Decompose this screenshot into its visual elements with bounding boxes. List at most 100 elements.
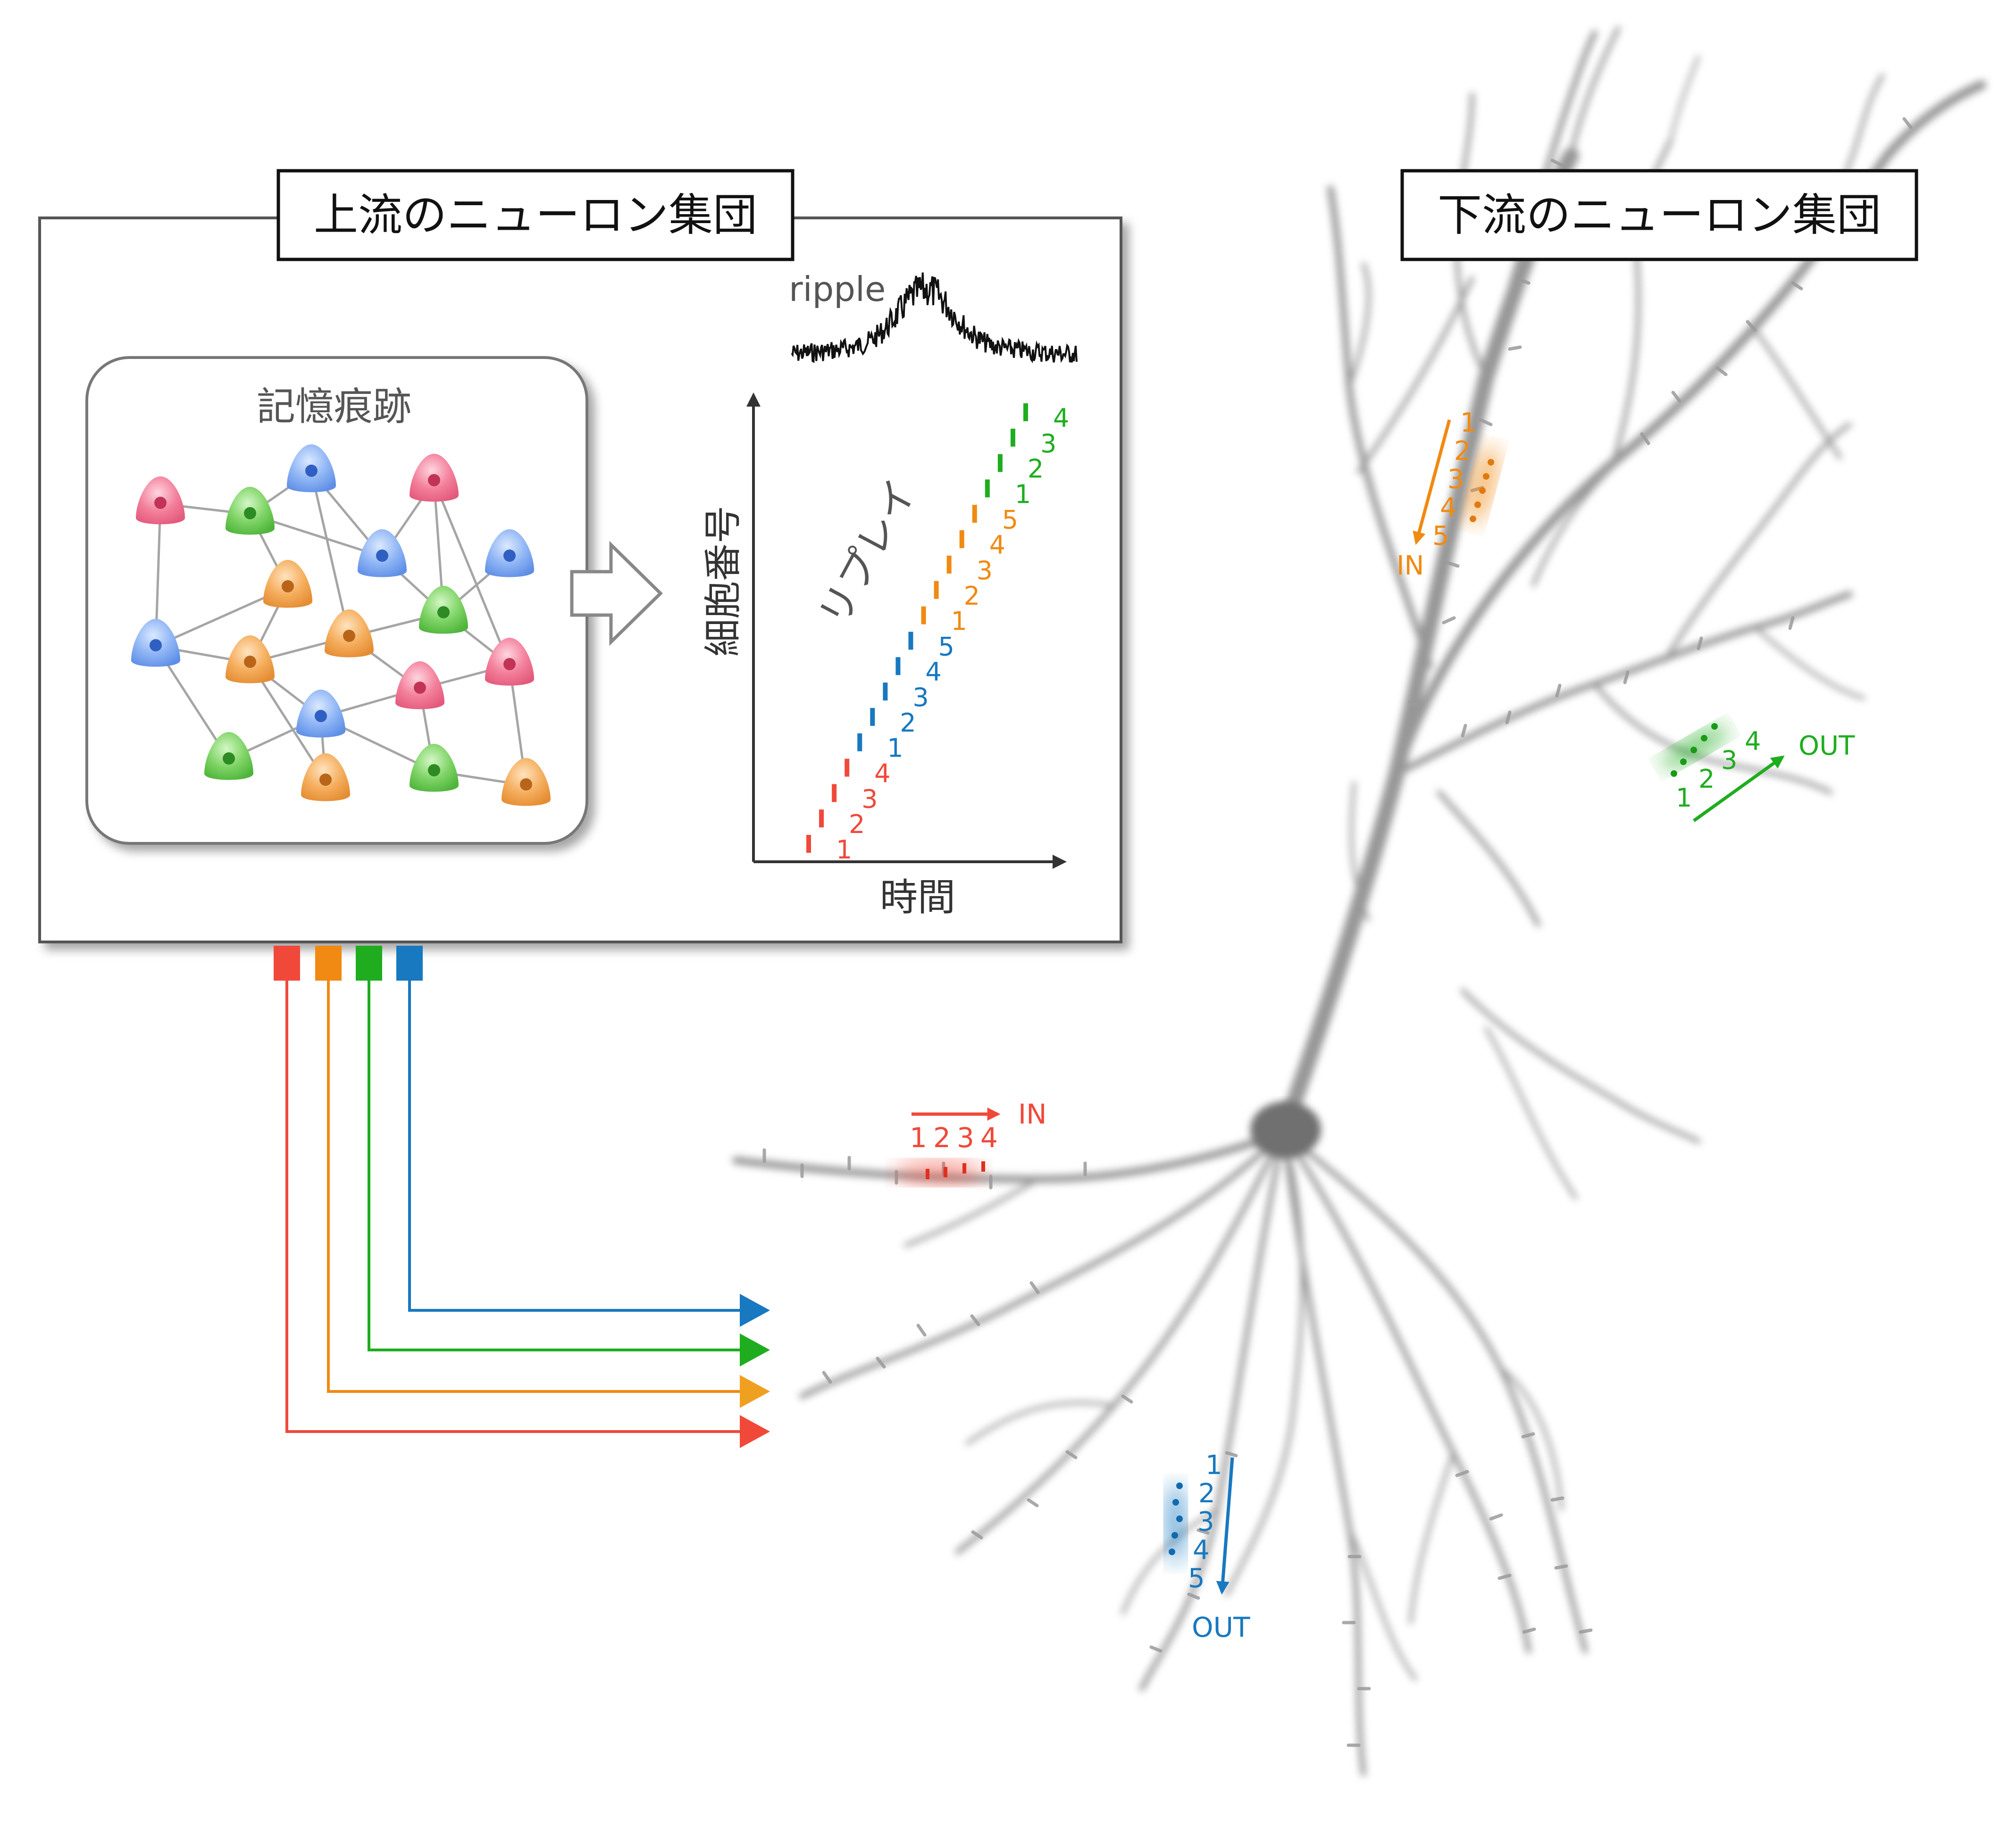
spike-label: 4 xyxy=(989,530,1005,560)
red-seq-label: 3 xyxy=(957,1122,974,1154)
spike-label: 3 xyxy=(1040,429,1056,458)
engram-title: 記憶痕跡 xyxy=(257,384,411,429)
engram-neuron-icon xyxy=(263,560,312,608)
y-axis-label: 細胞番号 xyxy=(701,506,745,657)
spike-label: 5 xyxy=(938,632,954,661)
red-terminal xyxy=(274,946,300,981)
orange-direction: IN xyxy=(1397,550,1424,581)
green-projection xyxy=(368,981,745,1351)
red-arrowhead-icon xyxy=(740,1415,770,1448)
red-annotation: IN 1 2 3 4 xyxy=(910,1098,1047,1179)
spike-label: 3 xyxy=(977,556,993,585)
spike-label: 2 xyxy=(964,581,980,611)
blue-seq-label: 3 xyxy=(1197,1507,1214,1537)
spike-label: 1 xyxy=(887,733,903,763)
spike-tick xyxy=(895,657,901,675)
upstream-title: 上流のニューロン集団 xyxy=(314,190,757,241)
spike-label: 2 xyxy=(849,809,865,839)
spike-tick xyxy=(1010,428,1015,447)
engram-neuron-icon xyxy=(410,744,459,792)
blue-seq-label: 2 xyxy=(1198,1478,1215,1509)
engram-neuron-icon xyxy=(485,638,534,686)
spike-label: 1 xyxy=(951,607,967,636)
spike-tick xyxy=(819,809,824,828)
blue-direction-arrow xyxy=(1216,1457,1234,1595)
spike-label: 5 xyxy=(1002,505,1018,534)
x-axis-label: 時間 xyxy=(880,875,955,919)
green-arrowhead-icon xyxy=(740,1333,770,1366)
engram-neuron-icon xyxy=(502,758,551,806)
spike-label: 1 xyxy=(836,835,852,865)
blue-direction: OUT xyxy=(1192,1611,1250,1643)
spike-tick xyxy=(1023,403,1028,421)
engram-neuron-icon xyxy=(131,619,180,667)
spike-tick xyxy=(870,708,875,726)
blue-seq-label: 1 xyxy=(1205,1450,1222,1481)
orange-seq-label: 5 xyxy=(1432,521,1449,551)
spike-tick xyxy=(997,454,1003,472)
red-seq-label: 2 xyxy=(933,1122,951,1154)
spike-tick xyxy=(883,683,888,701)
spike-tick xyxy=(845,758,850,777)
orange-seq-label: 2 xyxy=(1454,436,1471,466)
engram-neuron-icon xyxy=(287,444,336,492)
engram-neuron-icon xyxy=(136,476,185,525)
ripple-label: ripple xyxy=(789,269,886,309)
engram-neuron-icon xyxy=(419,586,468,634)
orange-seq-label: 1 xyxy=(1460,408,1477,438)
engram-neuron-icon xyxy=(325,609,374,658)
engram-neuron-icon xyxy=(226,635,275,683)
green-seq-label: 3 xyxy=(1721,745,1737,775)
spike-tick xyxy=(946,555,952,574)
spike-tick xyxy=(908,632,913,650)
spike-label: 4 xyxy=(874,759,890,789)
red-projection xyxy=(285,981,745,1433)
orange-terminal xyxy=(315,946,342,981)
upstream-panel: 上流のニューロン集団 記憶痕跡 xyxy=(38,169,1122,943)
orange-seq-label: 3 xyxy=(1447,464,1464,495)
blue-arrowhead-icon xyxy=(740,1294,770,1327)
orange-annotation: IN 1 2 3 4 5 xyxy=(1397,408,1494,581)
green-direction: OUT xyxy=(1799,731,1855,761)
engram-neuron-icon xyxy=(301,753,350,801)
spike-tick xyxy=(806,835,811,853)
red-direction: IN xyxy=(1018,1098,1047,1130)
spike-tick xyxy=(921,606,926,625)
spike-label: 2 xyxy=(1028,454,1044,484)
downstream-title: 下流のニューロン集団 xyxy=(1438,190,1881,241)
green-seq-label: 2 xyxy=(1698,764,1715,794)
spike-label: 4 xyxy=(1053,403,1069,433)
engram-neuron-icon xyxy=(296,690,345,738)
spike-tick xyxy=(857,733,862,751)
engram-neuron-icon xyxy=(410,454,459,502)
green-terminal xyxy=(356,946,382,981)
engram-neuron-icon xyxy=(358,529,407,577)
green-annotation: OUT 1 2 3 4 xyxy=(1671,723,1855,822)
blue-projection xyxy=(408,981,745,1312)
spike-tick xyxy=(832,784,837,802)
blue-annotation: OUT 1 2 3 4 5 xyxy=(1169,1450,1250,1643)
spike-label: 1 xyxy=(1015,479,1031,509)
blue-seq-label: 5 xyxy=(1188,1563,1205,1594)
blue-terminal xyxy=(396,946,423,981)
ripple-trace xyxy=(791,272,1078,364)
spike-tick xyxy=(985,479,990,498)
orange-direction-arrow xyxy=(1413,419,1451,545)
downstream-title-box xyxy=(1400,169,1918,261)
orange-seq-label: 4 xyxy=(1440,492,1457,523)
orange-arrowhead-icon xyxy=(740,1375,770,1408)
green-seq-label: 4 xyxy=(1745,726,1761,756)
right-arrow-icon xyxy=(570,541,663,646)
green-direction-arrow xyxy=(1692,755,1785,822)
engram-neuron-icon xyxy=(395,661,444,709)
engram-neuron-icon xyxy=(204,732,253,780)
engram-neuron-icon xyxy=(485,529,534,577)
red-seq-label: 4 xyxy=(980,1122,998,1154)
spike-label: 2 xyxy=(900,708,916,738)
spike-tick xyxy=(972,505,977,523)
projection-lines xyxy=(274,946,770,1448)
spike-label: 4 xyxy=(925,657,941,687)
red-seq-label: 1 xyxy=(910,1122,927,1154)
